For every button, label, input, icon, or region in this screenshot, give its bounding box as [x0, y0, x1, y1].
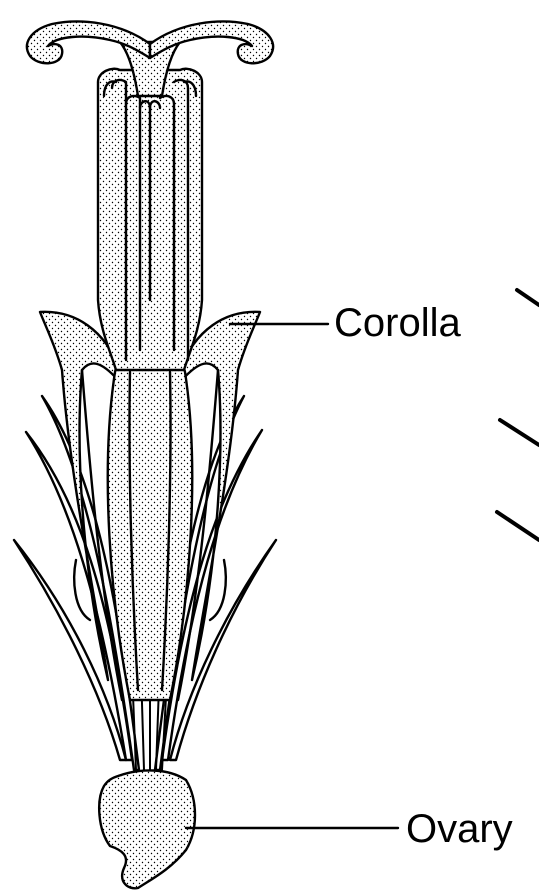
- ovary-label: Ovary: [406, 809, 513, 849]
- stigma: [27, 21, 273, 96]
- corolla-label: Corolla: [334, 303, 461, 343]
- ovary: [99, 770, 195, 888]
- cropped-edge-marks: [497, 290, 539, 540]
- anther-tube: [98, 69, 202, 370]
